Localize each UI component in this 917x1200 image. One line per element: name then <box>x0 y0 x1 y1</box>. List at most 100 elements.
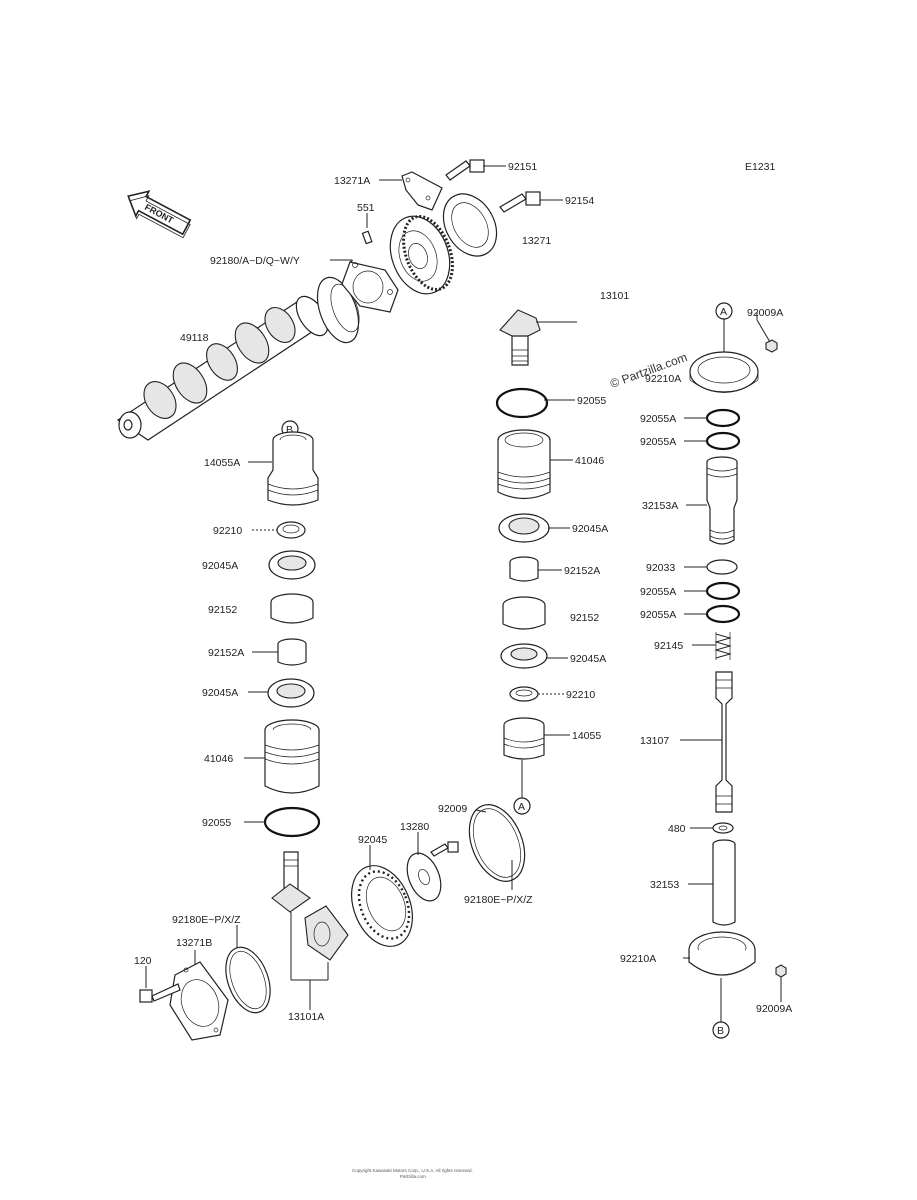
label-92045: 92045 <box>358 834 387 846</box>
bearing-92045 <box>351 865 413 947</box>
leader-lines <box>145 165 782 1002</box>
label-480: 480 <box>668 823 686 835</box>
label-49118: 49118 <box>180 332 209 344</box>
svg-text:A: A <box>518 801 525 813</box>
spring-92145 <box>714 632 732 660</box>
label-13101A: 13101A <box>288 1011 324 1023</box>
label-92210A-bot: 92210A <box>620 953 656 965</box>
label-13101: 13101 <box>600 290 629 302</box>
marker-b-bot: B <box>712 978 730 1039</box>
camshaft-49118 <box>116 276 360 441</box>
svg-text:A: A <box>720 306 727 318</box>
label-92055-mid: 92055 <box>577 395 606 407</box>
oring-92055A-4 <box>705 604 741 624</box>
label-14055A: 14055A <box>204 457 240 469</box>
label-92154: 92154 <box>565 195 594 207</box>
bushing-92152A-mid <box>509 556 539 582</box>
label-92045A-left2: 92045A <box>202 687 238 699</box>
bracket-13101A <box>290 912 329 1010</box>
bearing-92045A-mid2 <box>500 643 548 669</box>
svg-text:B: B <box>286 424 293 436</box>
label-92045A-left1: 92045A <box>202 560 238 572</box>
bolt-92151 <box>445 159 485 181</box>
label-41046-mid: 41046 <box>575 455 604 467</box>
label-92180E-left: 92180E~P/X/Z <box>172 914 241 926</box>
oring-92055A-1 <box>705 408 741 428</box>
label-13280: 13280 <box>400 821 429 833</box>
label-92055A-1: 92055A <box>640 413 676 425</box>
oring-92055-left <box>263 806 321 838</box>
cam-gear <box>389 215 454 295</box>
label-41046-left: 41046 <box>204 753 233 765</box>
label-92145: 92145 <box>654 640 683 652</box>
tube-32153A <box>706 456 738 545</box>
nut-92210-mid <box>509 686 539 702</box>
circlip-92033 <box>706 559 738 575</box>
shaft-13107 <box>715 671 733 813</box>
label-92055A-4: 92055A <box>640 609 676 621</box>
cover-13271B <box>169 961 229 1041</box>
label-92033: 92033 <box>646 562 675 574</box>
sleeve-14055A <box>267 431 319 506</box>
housing-41046-left <box>264 719 320 794</box>
nut-92009A-bot <box>775 964 787 978</box>
label-120: 120 <box>134 955 152 967</box>
label-13271: 13271 <box>522 235 551 247</box>
label-92152-mid: 92152 <box>570 612 599 624</box>
bearing-92045A-left2 <box>267 678 315 708</box>
bolt-13280 <box>430 841 459 857</box>
bearing-92045A-mid1 <box>498 513 550 543</box>
footer-copyright: Copyright Kawasaki Motors Corp., U.S.A. … <box>352 1168 473 1173</box>
part-number-labels: 13271A 92151 92154 551 13271 92180/A~D/Q… <box>134 161 792 1023</box>
label-92210A-top: 92210A <box>645 373 681 385</box>
label-13271A: 13271A <box>334 175 370 187</box>
label-551: 551 <box>357 202 375 214</box>
oring-92055A-2 <box>705 431 741 451</box>
nut-92210-left <box>276 521 306 539</box>
plate-13271A <box>401 171 443 211</box>
nut-92009A-top <box>765 339 778 353</box>
washer-480 <box>712 822 734 834</box>
label-13107: 13107 <box>640 735 669 747</box>
nut-92210A-bot <box>688 931 756 976</box>
label-92152-left: 92152 <box>208 604 237 616</box>
label-13271B: 13271B <box>176 937 212 949</box>
label-92152A-mid: 92152A <box>564 565 600 577</box>
oring-92055A-3 <box>705 581 741 601</box>
housing-41046-mid <box>497 429 551 500</box>
svg-text:B: B <box>717 1025 724 1037</box>
label-92180E-right: 92180E~P/X/Z <box>464 894 533 906</box>
label-92055A-2: 92055A <box>640 436 676 448</box>
gasket-92180E-right-inner <box>472 808 522 878</box>
label-92180-top: 92180/A~D/Q~W/Y <box>210 255 300 267</box>
label-32153A: 32153A <box>642 500 678 512</box>
washer-13280 <box>406 852 442 902</box>
bearing-92045A-left1 <box>268 550 316 580</box>
bevel-gear-13101A <box>271 851 349 961</box>
footer-site: Partzilla.com <box>400 1174 426 1179</box>
label-14055: 14055 <box>572 730 601 742</box>
diagram-id: E1231 <box>745 161 776 173</box>
label-92009A-top: 92009A <box>747 307 783 319</box>
bolt-92154 <box>499 191 541 213</box>
label-92152A-left: 92152A <box>208 647 244 659</box>
bushing-92152-mid <box>502 596 546 630</box>
bushing-92152-left <box>270 593 314 624</box>
label-92210-left: 92210 <box>213 525 242 537</box>
gasket-92180-top <box>341 261 399 313</box>
label-92009A-bot: 92009A <box>756 1003 792 1015</box>
label-92045A-mid1: 92045A <box>572 523 608 535</box>
nut-92210A-top <box>689 351 759 393</box>
bushing-92152A-left <box>277 638 307 666</box>
label-92055A-3: 92055A <box>640 586 676 598</box>
tube-32153 <box>712 839 736 926</box>
gasket-92180E-left-inner <box>229 950 267 1010</box>
marker-a-mid: A <box>513 760 531 815</box>
label-92045A-mid2: 92045A <box>570 653 606 665</box>
label-92055-left: 92055 <box>202 817 231 829</box>
label-92151: 92151 <box>508 161 537 173</box>
label-92009: 92009 <box>438 803 467 815</box>
bolt-120 <box>139 983 181 1003</box>
oring-92055-mid <box>495 387 549 419</box>
